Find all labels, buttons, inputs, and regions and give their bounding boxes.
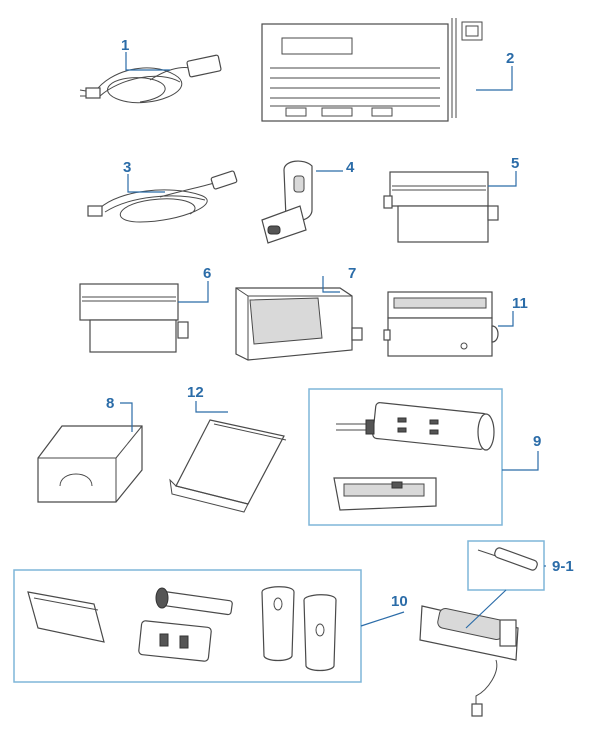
label-3: 3 xyxy=(123,159,131,176)
label-6: 6 xyxy=(203,265,211,282)
label-12: 12 xyxy=(187,384,204,401)
label-11: 11 xyxy=(512,295,528,312)
part-9-roller-assembly xyxy=(308,388,503,526)
part-1-power-cord xyxy=(79,54,222,104)
part-2-quick-guide xyxy=(261,18,483,122)
label-5: 5 xyxy=(511,155,519,172)
part-11-module xyxy=(383,291,499,357)
part-9-1-roller xyxy=(419,540,545,717)
label-1: 1 xyxy=(121,37,129,54)
part-6-module xyxy=(79,283,189,353)
label-2: 2 xyxy=(506,50,514,67)
label-8: 8 xyxy=(106,395,114,412)
part-4-bracket xyxy=(261,160,313,244)
leader-lines xyxy=(120,52,546,629)
label-9-1: 9-1 xyxy=(552,558,574,575)
part-3-usb-cable xyxy=(87,170,238,223)
label-10: 10 xyxy=(391,593,408,610)
part-8-tray xyxy=(37,425,143,503)
number-labels: 1 2 3 4 5 6 7 8 9 9-1 10 11 12 xyxy=(106,37,574,610)
part-5-module xyxy=(383,171,499,243)
part-7-frame xyxy=(235,287,363,361)
label-7: 7 xyxy=(348,265,356,282)
label-9: 9 xyxy=(533,433,541,450)
part-10-accessory-kit xyxy=(13,569,362,683)
label-4: 4 xyxy=(346,159,355,176)
part-12-sheet-guide xyxy=(169,419,287,513)
